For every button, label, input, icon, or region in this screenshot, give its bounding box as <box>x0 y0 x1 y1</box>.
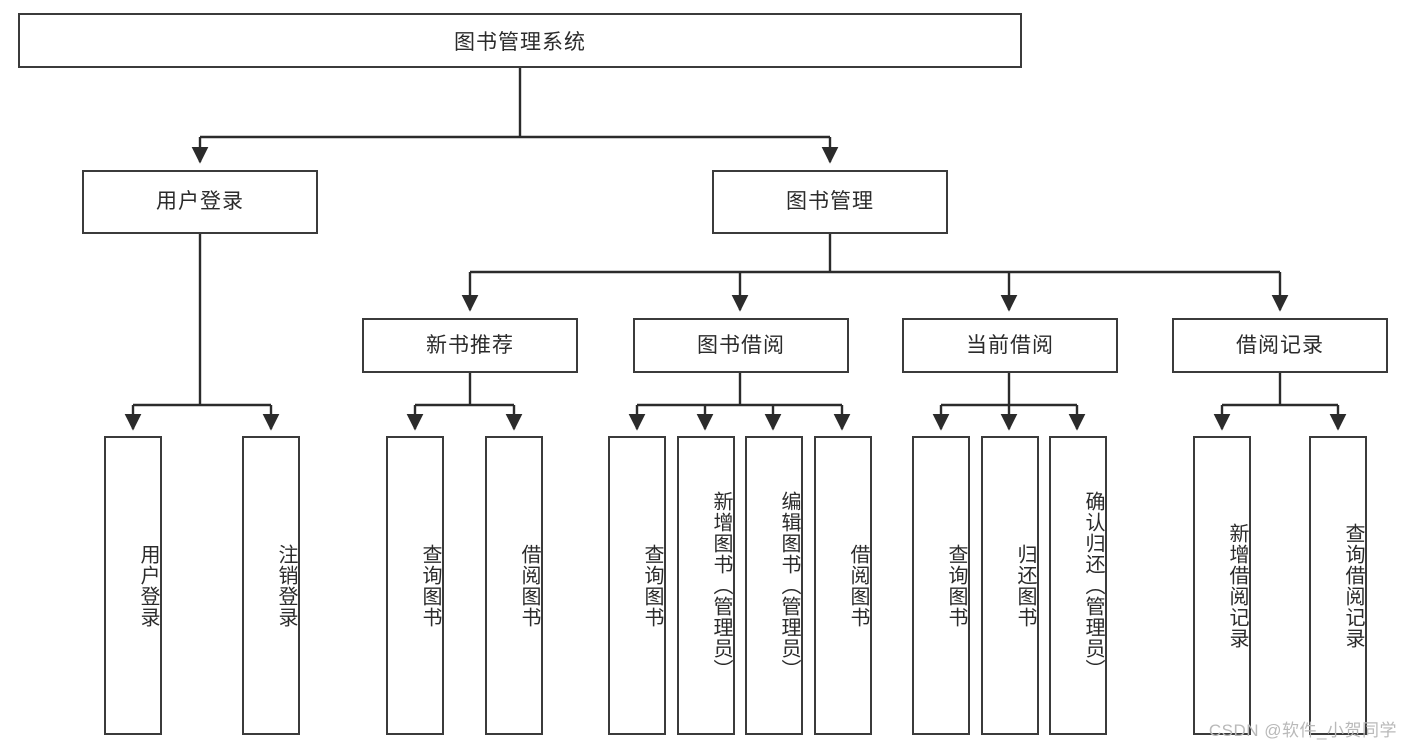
leaf-current-confirm-return-admin[interactable]: 确认归还（管理员） <box>1049 436 1107 735</box>
leaf-borrow-query-book[interactable]: 查询图书 <box>608 436 666 735</box>
node-book-management[interactable]: 图书管理 <box>712 170 948 234</box>
node-book-borrow[interactable]: 图书借阅 <box>633 318 849 373</box>
node-user-login[interactable]: 用户登录 <box>82 170 318 234</box>
leaf-current-query-book[interactable]: 查询图书 <box>912 436 970 735</box>
leaf-user-login-login[interactable]: 用户登录 <box>104 436 162 735</box>
leaf-user-login-logout[interactable]: 注销登录 <box>242 436 300 735</box>
node-new-book-recommend[interactable]: 新书推荐 <box>362 318 578 373</box>
leaf-current-return-book[interactable]: 归还图书 <box>981 436 1039 735</box>
leaf-record-add-record[interactable]: 新增借阅记录 <box>1193 436 1251 735</box>
node-root-system[interactable]: 图书管理系统 <box>18 13 1022 68</box>
leaf-borrow-add-book-admin[interactable]: 新增图书（管理员） <box>677 436 735 735</box>
leaf-recommend-query-book[interactable]: 查询图书 <box>386 436 444 735</box>
leaf-recommend-borrow-book[interactable]: 借阅图书 <box>485 436 543 735</box>
csdn-watermark: CSDN @软件_小贺同学 <box>1208 721 1397 740</box>
leaf-borrow-edit-book-admin[interactable]: 编辑图书（管理员） <box>745 436 803 735</box>
leaf-record-query-record[interactable]: 查询借阅记录 <box>1309 436 1367 735</box>
node-borrow-record[interactable]: 借阅记录 <box>1172 318 1388 373</box>
leaf-borrow-borrow-book[interactable]: 借阅图书 <box>814 436 872 735</box>
node-current-borrow[interactable]: 当前借阅 <box>902 318 1118 373</box>
